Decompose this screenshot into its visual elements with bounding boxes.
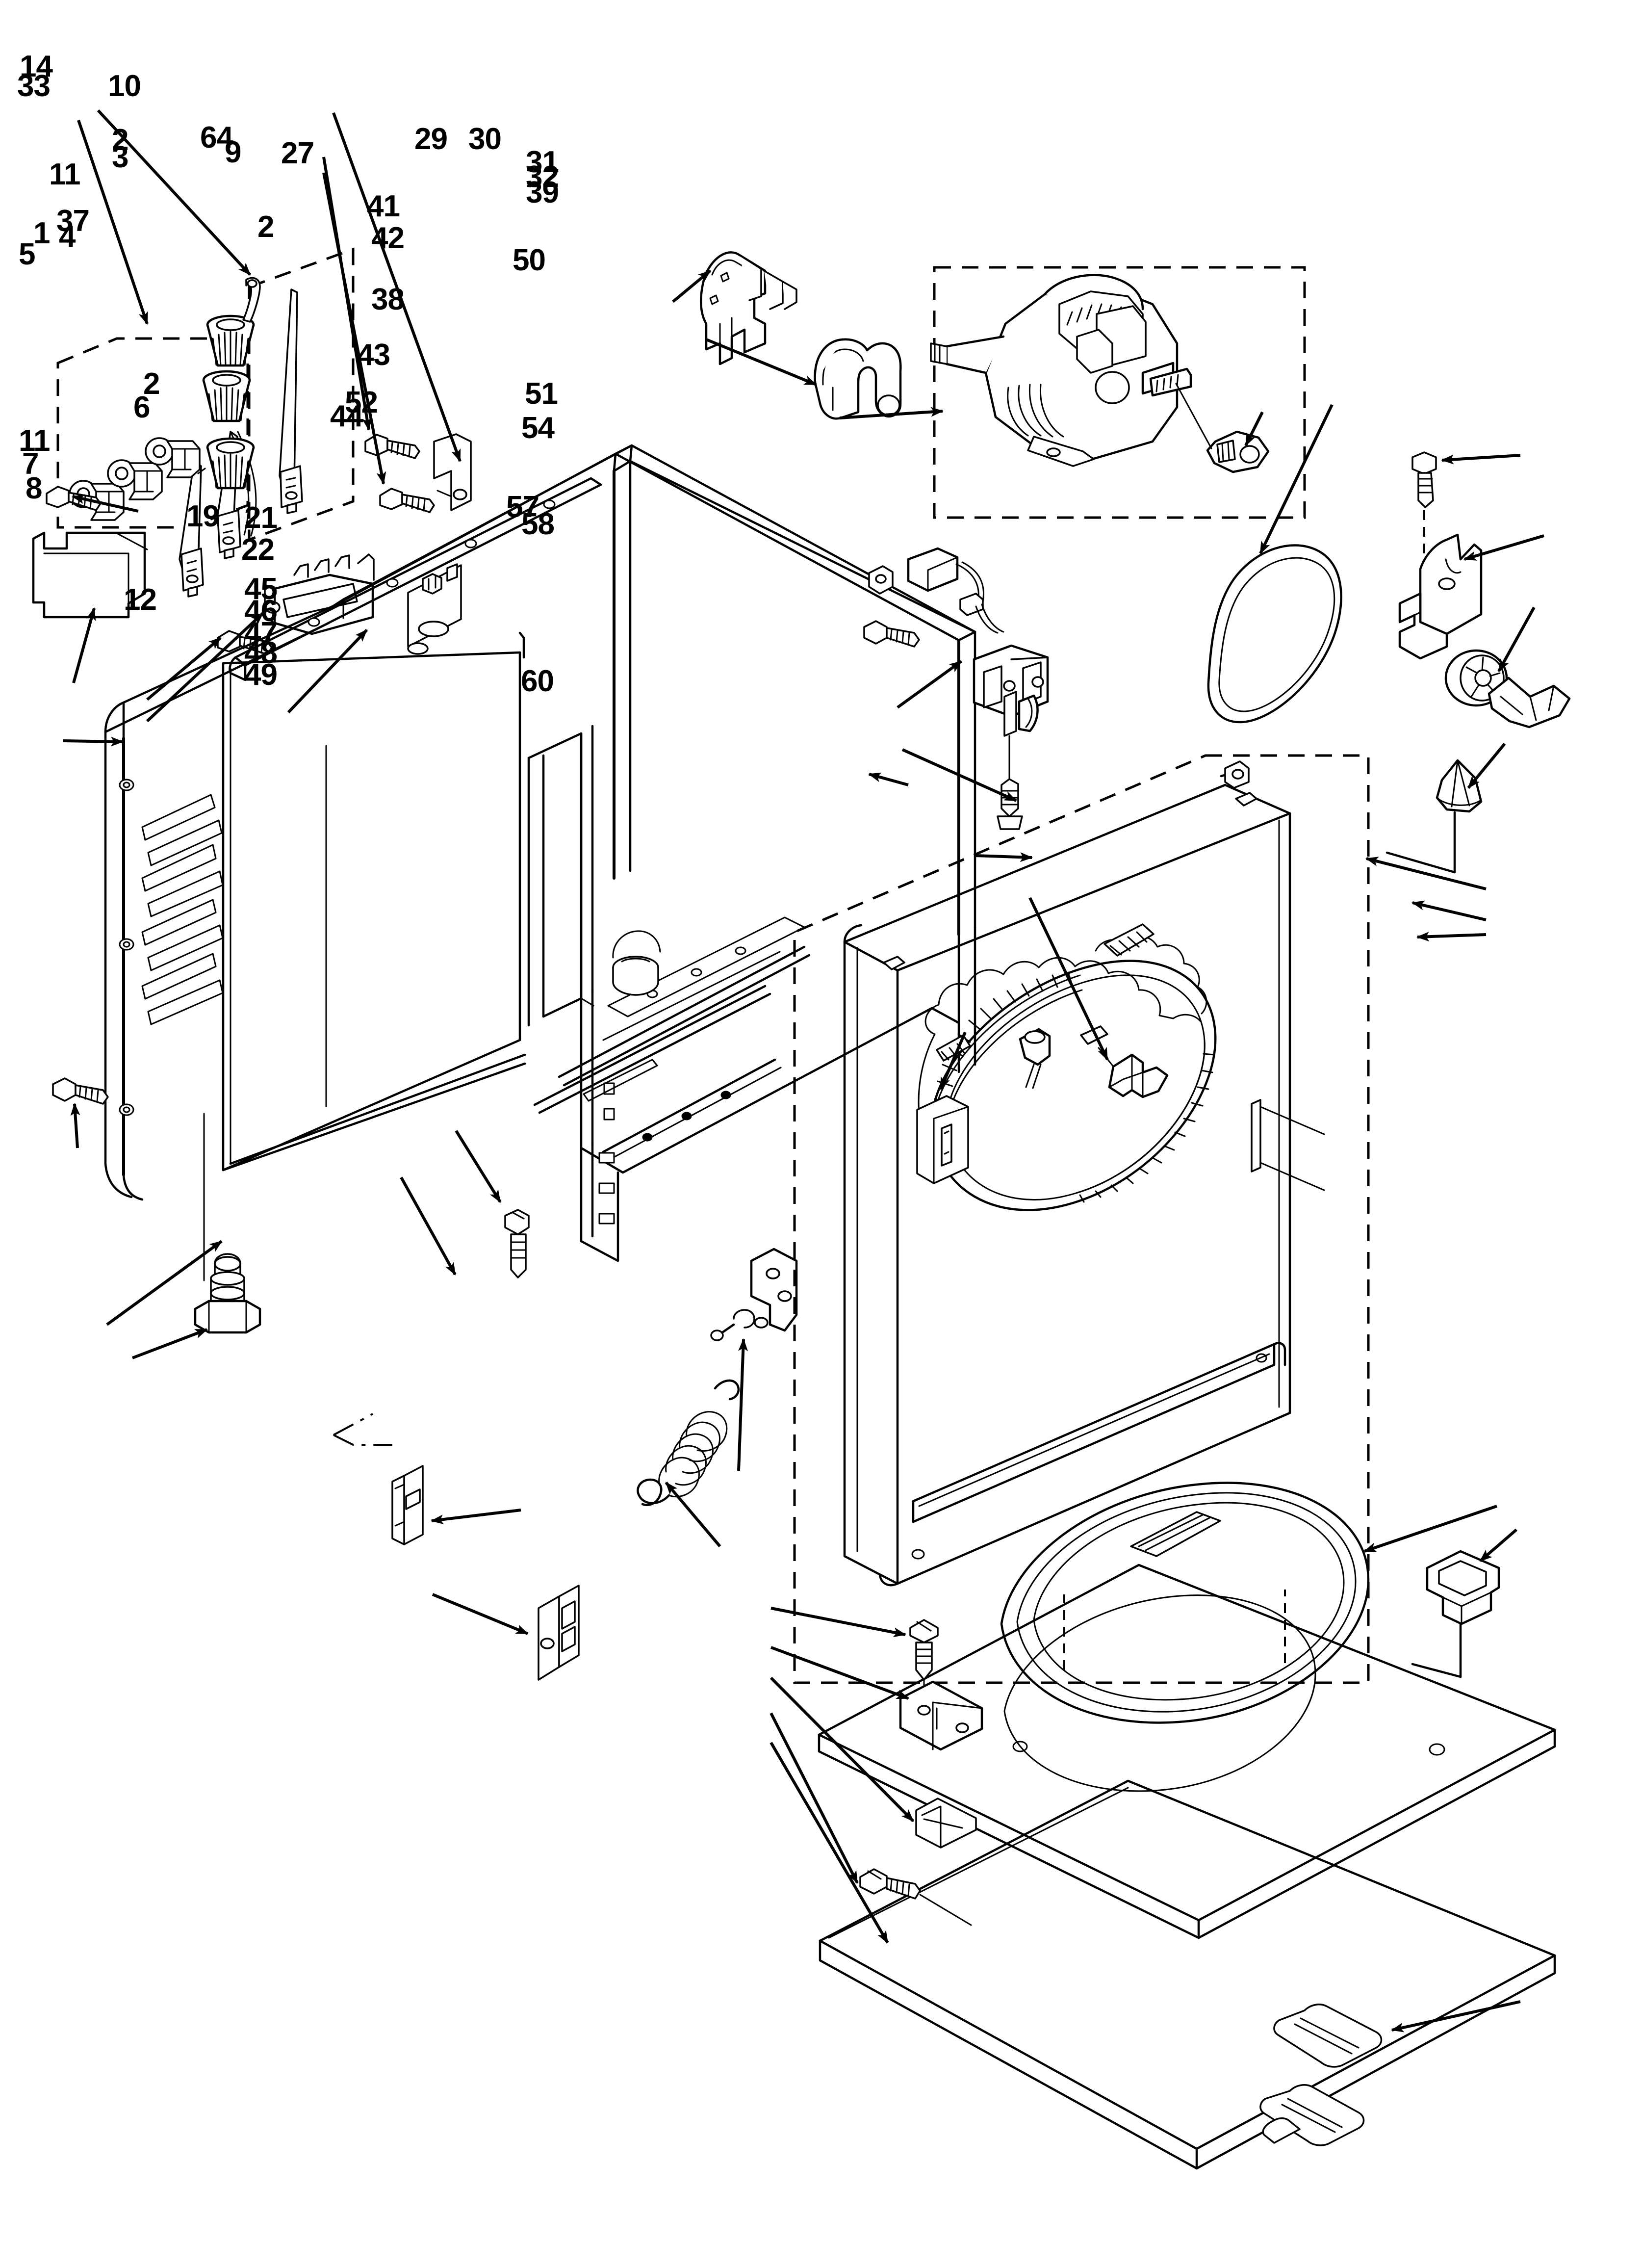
callout-9: 9 [225, 135, 241, 169]
callout-21: 21 [244, 501, 278, 535]
callout-6: 6 [133, 391, 150, 424]
callout-39: 39 [526, 176, 559, 209]
bracket-clip-64 [700, 251, 797, 365]
hinge-plate-46 [899, 1680, 983, 1751]
idler-pulley-39 [1444, 649, 1571, 729]
callout-51: 51 [525, 377, 558, 411]
callout-30: 30 [468, 122, 502, 156]
callout-29: 29 [414, 122, 448, 156]
callout-11-upper: 11 [49, 157, 81, 191]
motor-clamp-27 [814, 338, 844, 384]
harness-group [32, 247, 472, 655]
callout-10: 10 [108, 69, 141, 103]
callout-14: 14 [20, 50, 53, 83]
callout-49: 49 [244, 658, 278, 692]
drum-front-seal-57 [1000, 1482, 1370, 1724]
cabinet-body [104, 444, 976, 1262]
screw-glyph-11b [52, 1077, 109, 1105]
callout-11-lower: 11 [19, 424, 51, 458]
callout-22: 22 [241, 533, 275, 567]
screw-glyph-48 [859, 1868, 972, 1926]
callout-58: 58 [521, 507, 555, 541]
callout-19: 19 [186, 499, 220, 533]
lint-screen-grommet-58 [1411, 1550, 1500, 1678]
callout-54: 54 [521, 411, 555, 445]
drive-belt-30 [1207, 544, 1342, 724]
callout-7: 7 [22, 447, 39, 481]
screw-glyph-2b [863, 620, 920, 648]
spring-anchor-21 [710, 1248, 798, 1341]
callout-48: 48 [244, 636, 278, 670]
idler-assembly [1398, 451, 1571, 729]
latch-strike-12 [538, 1585, 580, 1681]
callout-64: 64 [200, 121, 233, 155]
retainer-clip-19 [333, 1413, 424, 1545]
door-switch-41 [907, 547, 1049, 830]
callout-37: 37 [56, 204, 90, 238]
callout-27: 27 [281, 136, 314, 170]
callout-33: 33 [17, 69, 51, 103]
callout-44: 44 [330, 399, 363, 433]
callout-46: 46 [244, 594, 278, 628]
callout-8: 8 [26, 471, 42, 505]
idler-spring-22 [637, 1379, 740, 1506]
callout-38: 38 [371, 283, 405, 316]
callout-3: 3 [112, 140, 128, 174]
screw-glyph-45 [909, 1619, 939, 1702]
callout-5: 5 [19, 237, 35, 271]
motor-assembly [930, 266, 1306, 519]
leveling-leg-8 [194, 1113, 261, 1334]
callout-1: 1 [33, 216, 50, 250]
callout-41: 41 [367, 189, 400, 223]
front-panel-assembly-51 [793, 754, 1370, 1684]
callout-31: 31 [526, 145, 559, 179]
nut-29 [1206, 430, 1270, 473]
callout-4: 4 [59, 220, 76, 254]
retaining-clip-9 [814, 338, 902, 420]
bulkhead-plate [818, 1564, 1556, 2170]
callout-12: 12 [124, 583, 157, 617]
callout-57: 57 [506, 490, 539, 524]
callout-43: 43 [357, 338, 390, 372]
screw-glyph-2c [504, 1209, 530, 1278]
plastic-plug-50 [1385, 759, 1483, 874]
callout-2-mid: 2 [257, 210, 274, 244]
callout-45: 45 [244, 572, 278, 606]
lower-hinge-bracket-47 [915, 1798, 977, 1849]
callout-50: 50 [513, 243, 546, 277]
callout-47: 47 [244, 616, 278, 650]
callout-52: 52 [345, 386, 378, 419]
cabinet-front-bracket-38 [868, 565, 894, 595]
callout-60: 60 [521, 664, 554, 698]
callout-42: 42 [371, 221, 405, 255]
callout-2-lower: 2 [143, 367, 160, 401]
callout-2-top: 2 [112, 123, 128, 157]
callout-32: 32 [526, 160, 559, 194]
